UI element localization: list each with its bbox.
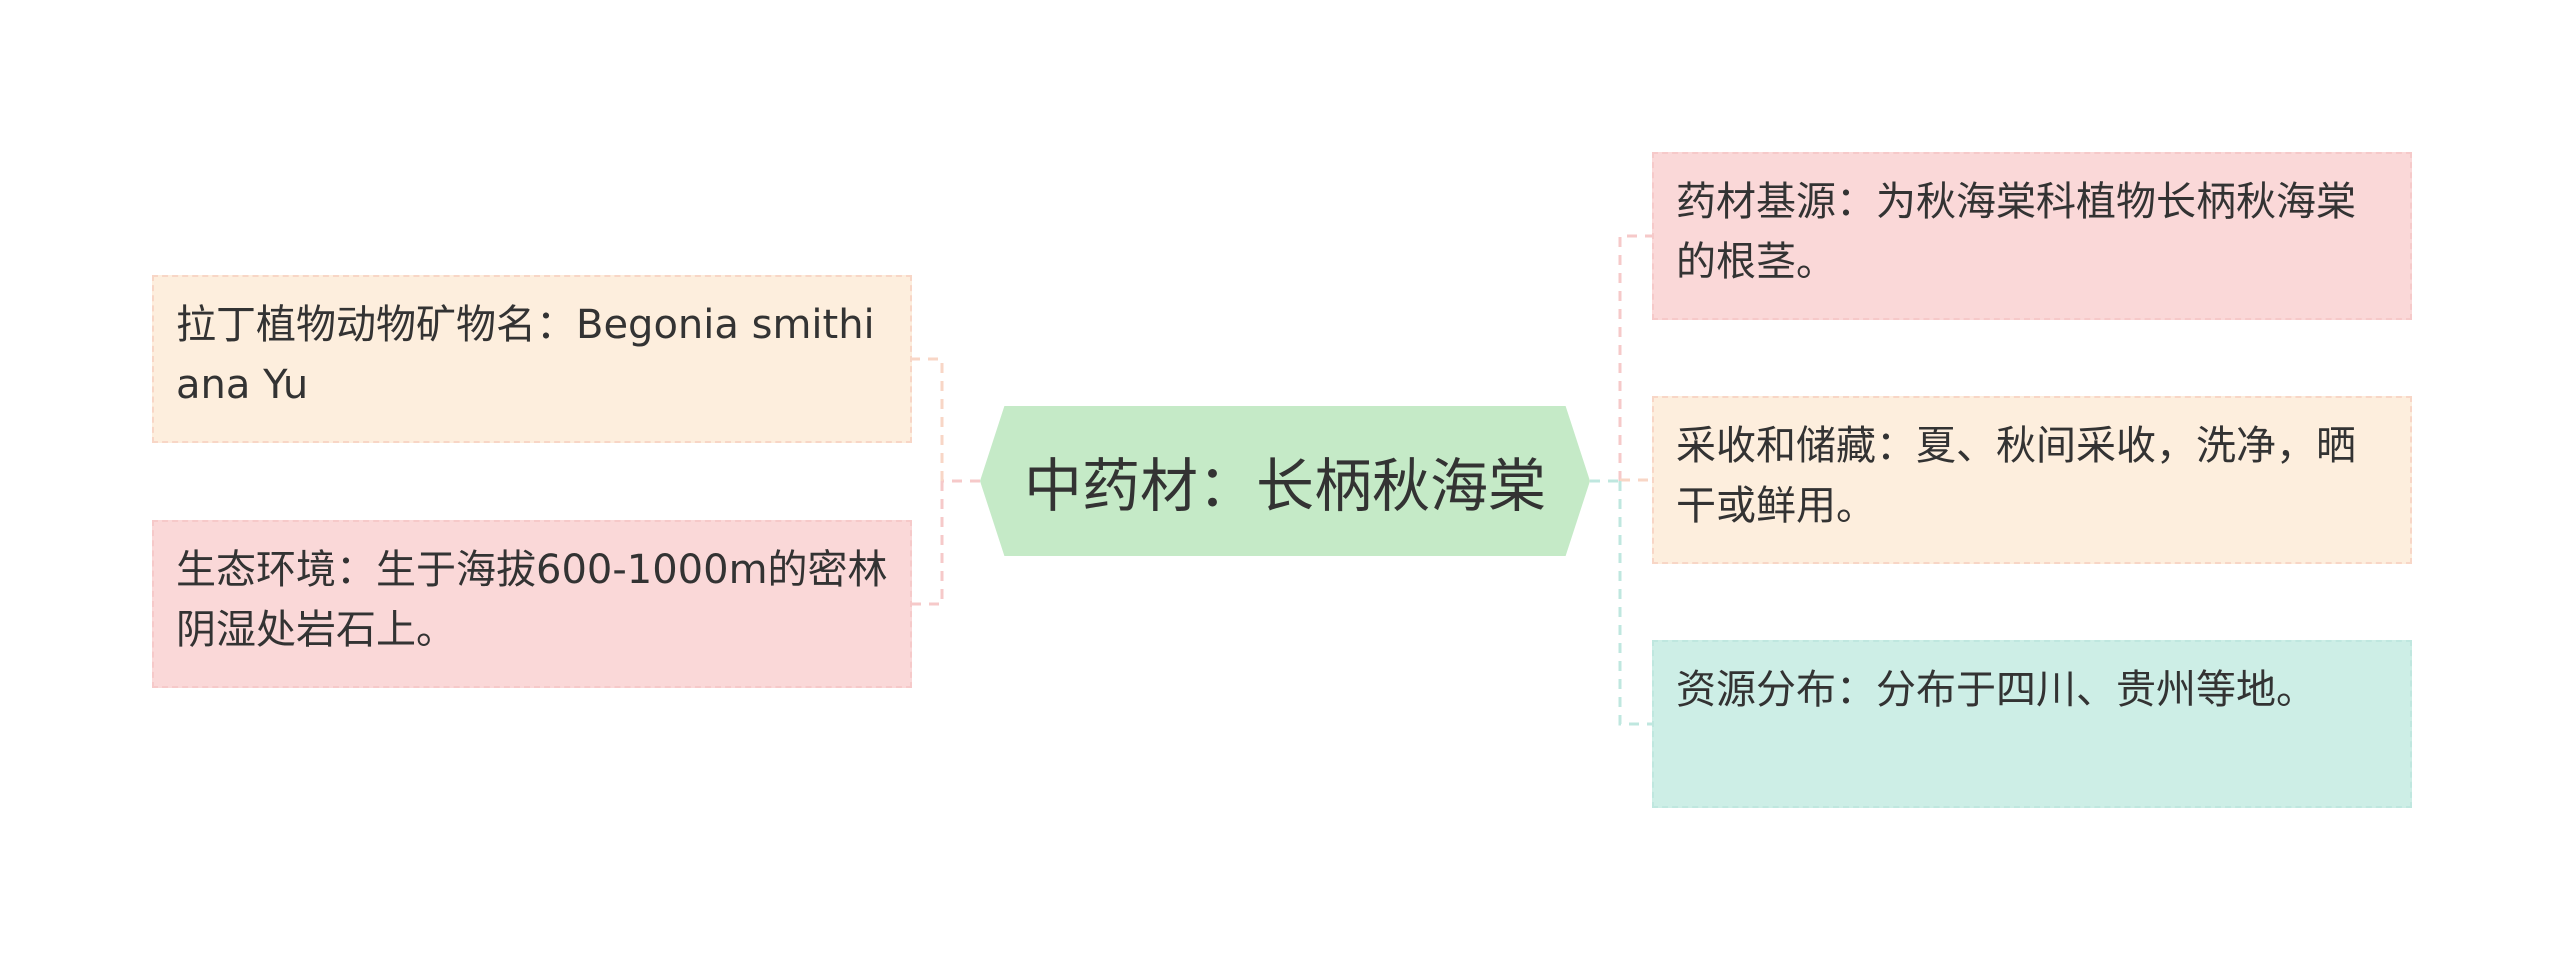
connector-right-distribution <box>1618 481 1652 726</box>
medicinal-source-node[interactable]: 药材基源：为秋海棠科植物长柄秋海棠的根茎。 <box>1652 152 2412 320</box>
center-topic[interactable]: 中药材：长柄秋海棠 <box>980 406 1590 556</box>
harvest-storage-node[interactable]: 采收和储藏：夏、秋间采收，洗净，晒干或鲜用。 <box>1652 396 2412 564</box>
connector-left-habitat <box>912 481 944 606</box>
latin-name-node[interactable]: 拉丁植物动物矿物名：Begonia smithiana Yu <box>152 275 912 443</box>
resource-distribution-node[interactable]: 资源分布：分布于四川、贵州等地。 <box>1652 640 2412 808</box>
habitat-node[interactable]: 生态环境：生于海拔600-1000m的密林阴湿处岩石上。 <box>152 520 912 688</box>
connector-left-latin <box>912 357 944 481</box>
connector-right-source <box>1618 234 1652 481</box>
